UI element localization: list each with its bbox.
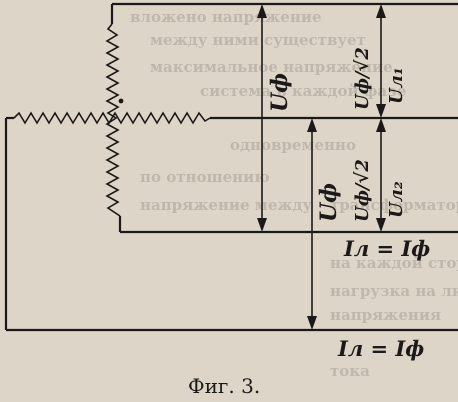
bleed-line-4: система в каждой фазе (200, 82, 406, 100)
bleed-through-text: вложено напряжение между ними существует… (130, 8, 458, 380)
line-voltage-2-fraction: Uф/√2 (352, 159, 373, 222)
phase-voltage-arrow-2-head-bottom (307, 316, 317, 330)
figure-caption: Фиг. 3. (188, 374, 260, 398)
line-voltage-2-label: Uл₂ (386, 181, 407, 218)
voltage-arrows (257, 4, 386, 330)
phase-voltage-arrow-1-head-bottom (257, 218, 267, 232)
horizontal-winding (13, 111, 211, 125)
current-label-lower: Iл = Iф (337, 336, 424, 361)
bleed-line-5: одновременно (230, 136, 356, 154)
phase-voltage-arrow-2-head-top (307, 118, 317, 132)
vertical-winding (105, 23, 121, 217)
line-voltage-1-head-bottom (376, 104, 386, 118)
line-voltage-2-head-bottom (376, 218, 386, 232)
phase-voltage-label-2: Uф (316, 183, 342, 222)
phase-voltage-label-1: Uф (267, 73, 293, 112)
bleed-line-9: на каждой стороне (330, 254, 458, 272)
current-label-upper: Iл = Iф (343, 236, 430, 261)
voltage-labels: Uф Uф Uф/√2 Uл₁ Uф/√2 Uл₂ (267, 47, 407, 222)
midpoint-dot (118, 98, 124, 104)
bleed-line-1: вложено напряжение (130, 8, 321, 26)
line-voltage-2-head-top (376, 118, 386, 132)
bleed-line-12: тока (330, 362, 370, 380)
line-voltage-1-head-top (376, 4, 386, 18)
bleed-line-2: между ними существует (150, 31, 366, 49)
bleed-line-3: максимальное напряжение (150, 58, 393, 76)
line-voltage-1-label: Uл₁ (386, 67, 407, 104)
phase-voltage-arrow-1-head-top (257, 4, 267, 18)
bleed-line-11: напряжения (330, 306, 441, 324)
bleed-line-6: по отношению (140, 168, 270, 186)
bleed-line-8: трансформаторе (330, 196, 458, 214)
bleed-line-10: нагрузка на линии (330, 282, 458, 300)
bleed-line-7: напряжение между (140, 196, 313, 214)
line-voltage-1-fraction: Uф/√2 (352, 47, 373, 110)
conductors (4, 2, 458, 332)
